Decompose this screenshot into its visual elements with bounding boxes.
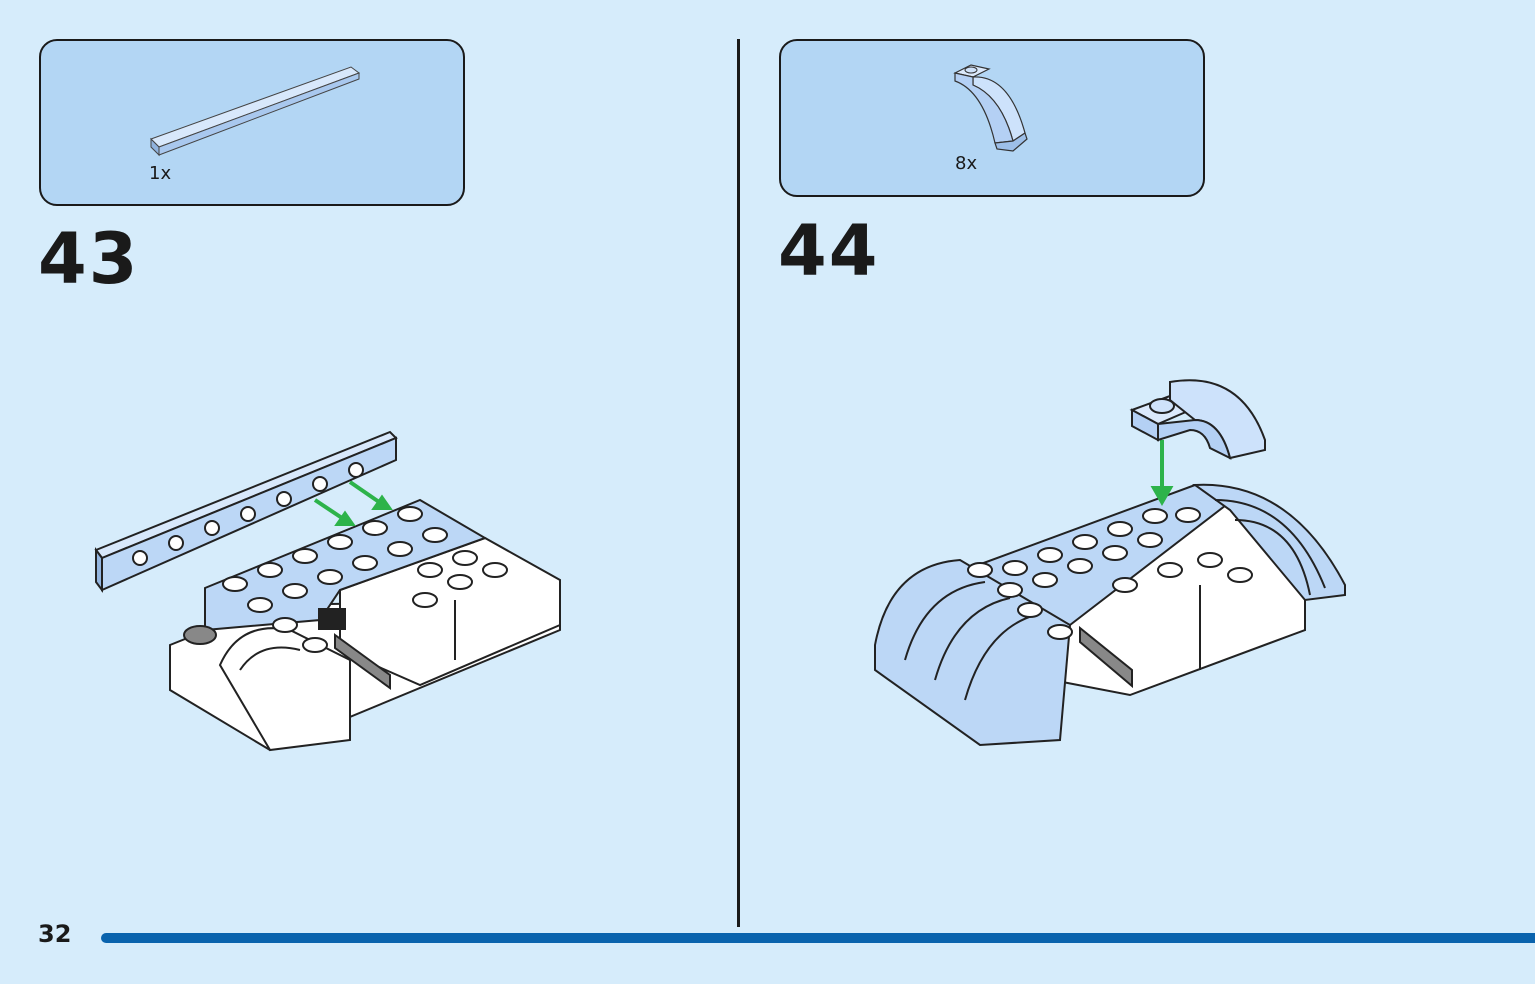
step-44-model-illustration: [874, 379, 1346, 747]
part-quantity: 1x: [149, 163, 172, 184]
placement-arrow-icon: [313, 480, 393, 526]
curved-slope-part-icon: [953, 64, 1028, 152]
page-divider: [737, 39, 740, 927]
placement-arrow-icon: [1150, 440, 1174, 507]
page-progress-bar: [101, 933, 1535, 943]
step-number-43: 43: [38, 218, 140, 300]
stud-group: [222, 506, 508, 653]
parts-callout-step-43: 1x: [39, 39, 465, 206]
tile-1x8-part-icon: [150, 66, 361, 157]
part-quantity: 8x: [955, 153, 978, 174]
page-number: 32: [38, 920, 72, 948]
step-number-44: 44: [778, 210, 880, 292]
step-43-model-illustration: [94, 430, 561, 752]
parts-callout-step-44: 8x: [779, 39, 1205, 197]
